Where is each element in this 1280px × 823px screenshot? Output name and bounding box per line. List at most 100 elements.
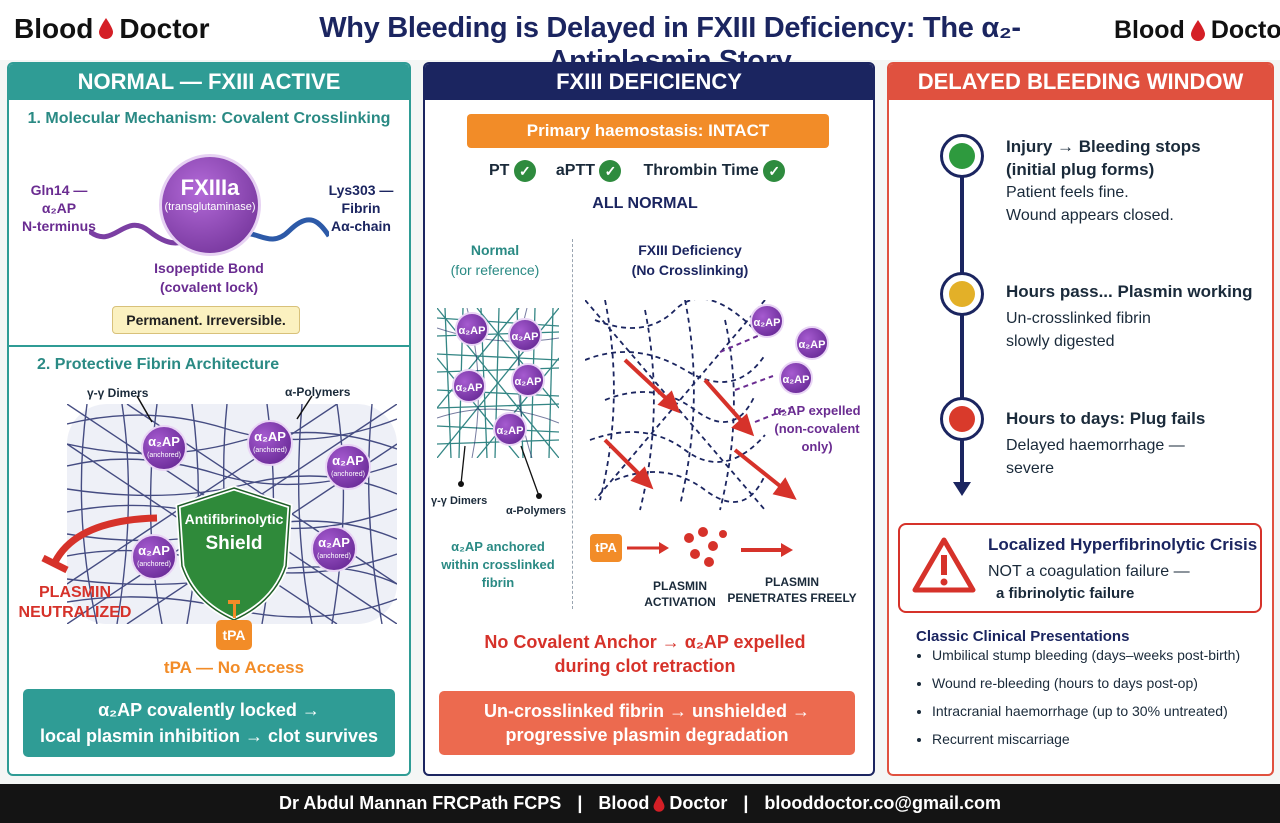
timeline-dot-green	[940, 134, 984, 178]
anchored-line3: fibrin	[481, 575, 515, 590]
a2ap-anchored-molecule: α₂AP(anchored)	[311, 526, 357, 572]
fxiiia-enzyme: FXIIIa (transglutaminase)	[159, 154, 261, 256]
normal-line2: (for reference)	[450, 262, 540, 278]
page-title: Why Bleeding is Delayed in FXIII Deficie…	[319, 12, 1021, 77]
tpa-badge: tPA	[590, 534, 622, 562]
step-title: Injury → Bleeding stops	[1006, 137, 1201, 156]
mol-sub: (anchored)	[331, 471, 365, 478]
step-title: Hours to days: Plug fails	[1006, 409, 1206, 428]
section-divider	[9, 345, 409, 347]
plasmin-neutralized-label: PLASMIN NEUTRALIZED	[15, 583, 135, 623]
gln-line3: N-terminus	[22, 218, 96, 234]
shield-line1: Antifibrinolytic	[184, 511, 284, 527]
timeline-dot-yellow	[940, 272, 984, 316]
brand-word-doctor: Doctor	[119, 13, 210, 44]
clinical-item: Wound re-bleeding (hours to days post-op…	[932, 672, 1240, 694]
test-pt: PT ✓	[489, 160, 536, 182]
brand-word-blood: Blood	[14, 13, 94, 44]
a2ap-expelled-molecule: α₂AP	[779, 361, 813, 395]
primary-haemostasis-banner: Primary haemostasis: INTACT	[467, 114, 829, 148]
step-desc-2: slowly digested	[1006, 333, 1115, 350]
crisis-line1: NOT a coagulation failure —	[988, 563, 1190, 580]
check-icon: ✓	[763, 160, 786, 182]
lys-line2: Fibrin	[341, 200, 381, 216]
lys-line1: Lys303 —	[328, 182, 394, 198]
anchor-line2: during clot retraction	[554, 656, 736, 676]
comparison-divider	[572, 239, 573, 609]
brand-logo-right: Blood Doctor	[1114, 16, 1280, 45]
deficiency-summary-box: Un-crosslinked fibrin → unshielded → pro…	[439, 691, 855, 755]
footer-email[interactable]: blooddoctor.co@gmail.com	[764, 793, 1001, 813]
all-normal-label: ALL NORMAL	[592, 195, 698, 212]
expelled-line1: α₂AP expelled	[773, 403, 861, 418]
shield-label: Antifibrinolytic Shield	[174, 511, 294, 555]
plasmin-line1: PLASMIN	[39, 584, 111, 601]
delayed-bleeding-panel: DELAYED BLEEDING WINDOW Injury → Bleedin…	[887, 62, 1274, 776]
lys-line3: Aα-chain	[331, 218, 391, 234]
clinical-item: Recurrent miscarriage	[932, 728, 1240, 750]
clinical-item: Intracranial haemorrhage (up to 30% untr…	[932, 700, 1240, 722]
pointer-lines	[458, 445, 542, 499]
blood-drop-icon	[1190, 19, 1205, 41]
enzyme-label: FXIIIa	[180, 175, 240, 200]
uncrosslinked-mesh	[585, 300, 797, 511]
gln-line2: α₂AP	[41, 200, 77, 216]
step-desc: Un-crosslinked fibrin	[1006, 310, 1151, 327]
step-title-2: (initial plug forms)	[1006, 160, 1155, 179]
gg-dimers-label: γ-γ Dimers	[87, 386, 149, 400]
timeline-dot-red	[940, 397, 984, 441]
footer-separator: |	[743, 793, 749, 813]
step-desc: Patient feels fine.	[1006, 184, 1129, 201]
clinical-title: Classic Clinical Presentations	[916, 628, 1130, 645]
footer-brand: Blood Doctor	[598, 793, 727, 814]
gg-dimers-label: γ-γ Dimers	[431, 495, 488, 507]
normal-summary-box: α₂AP covalently locked → local plasmin i…	[23, 689, 395, 757]
a2ap-anchored-molecule: α₂AP(anchored)	[141, 425, 187, 471]
crisis-line2: a fibrinolytic failure	[996, 585, 1135, 602]
a2ap-expelled-molecule: α₂AP	[750, 304, 784, 338]
a2ap-molecule: α₂AP	[508, 318, 542, 352]
crisis-callout: Localized Hyperfibrinolytic Crisis NOT a…	[898, 523, 1262, 613]
isopeptide-bond-label: Isopeptide Bond (covalent lock)	[109, 259, 309, 297]
shield-line2: Shield	[205, 533, 263, 554]
architecture-title: 2. Protective Fibrin Architecture	[37, 356, 280, 373]
a2ap-anchored-molecule: α₂AP(anchored)	[247, 420, 293, 466]
a2ap-molecule: α₂AP	[452, 369, 486, 403]
mol-sub: (anchored)	[137, 561, 171, 568]
check-icon: ✓	[599, 160, 622, 182]
brand-logo-left: Blood Doctor	[14, 13, 210, 45]
mol-label: α₂AP	[138, 543, 170, 558]
activation-line2: ACTIVATION	[644, 595, 716, 609]
brand-word-doctor: Doctor	[1210, 16, 1280, 44]
permanent-note: Permanent. Irreversible.	[112, 306, 300, 334]
plasmin-line2: NEUTRALIZED	[18, 604, 132, 621]
timeline-arrow-icon	[953, 482, 971, 496]
summary-line1: α₂AP covalently locked →	[98, 700, 320, 720]
plasmin-activation-label: PLASMIN ACTIVATION	[635, 578, 725, 610]
a2ap-expelled-molecule: α₂AP	[795, 326, 829, 360]
penetrates-line2: PENETRATES FREELY	[727, 591, 857, 605]
header: Blood Doctor Why Bleeding is Delayed in …	[0, 0, 1280, 77]
expelled-line2: (non-covalent	[774, 421, 860, 436]
delayed-bleeding-heading: DELAYED BLEEDING WINDOW	[889, 64, 1272, 100]
mechanism-title: 1. Molecular Mechanism: Covalent Crossli…	[27, 110, 391, 127]
a2ap-anchored-note: α₂AP anchored within crosslinked fibrin	[433, 538, 563, 592]
timeline-line	[960, 154, 964, 484]
test-tt: Thrombin Time ✓	[643, 160, 786, 182]
mol-label: α₂AP	[318, 535, 350, 550]
normal-line1: Normal	[470, 242, 520, 258]
a2ap-expelled-note: α₂AP expelled (non-covalent only)	[767, 402, 867, 456]
brand-word-blood: Blood	[598, 793, 650, 813]
footer: Dr Abdul Mannan FRCPath FCPS | Blood Doc…	[0, 784, 1280, 823]
mol-sub: (anchored)	[253, 447, 287, 454]
clinical-list: Umbilical stump bleeding (days–weeks pos…	[892, 644, 1240, 756]
crisis-title: Localized Hyperfibrinolytic Crisis	[988, 535, 1258, 554]
timeline-step-1: Injury → Bleeding stops (initial plug fo…	[1006, 135, 1266, 227]
fxiii-deficiency-label: FXIII Deficiency (No Crosslinking)	[615, 240, 765, 280]
a2ap-molecule: α₂AP	[493, 412, 527, 446]
gln-line1: Gln14 —	[30, 182, 88, 198]
plasmin-block-arrow	[41, 514, 158, 574]
bond-line2: (covalent lock)	[159, 279, 259, 295]
mol-label: α₂AP	[332, 453, 364, 468]
step-desc: Delayed haemorrhage —	[1006, 437, 1185, 454]
